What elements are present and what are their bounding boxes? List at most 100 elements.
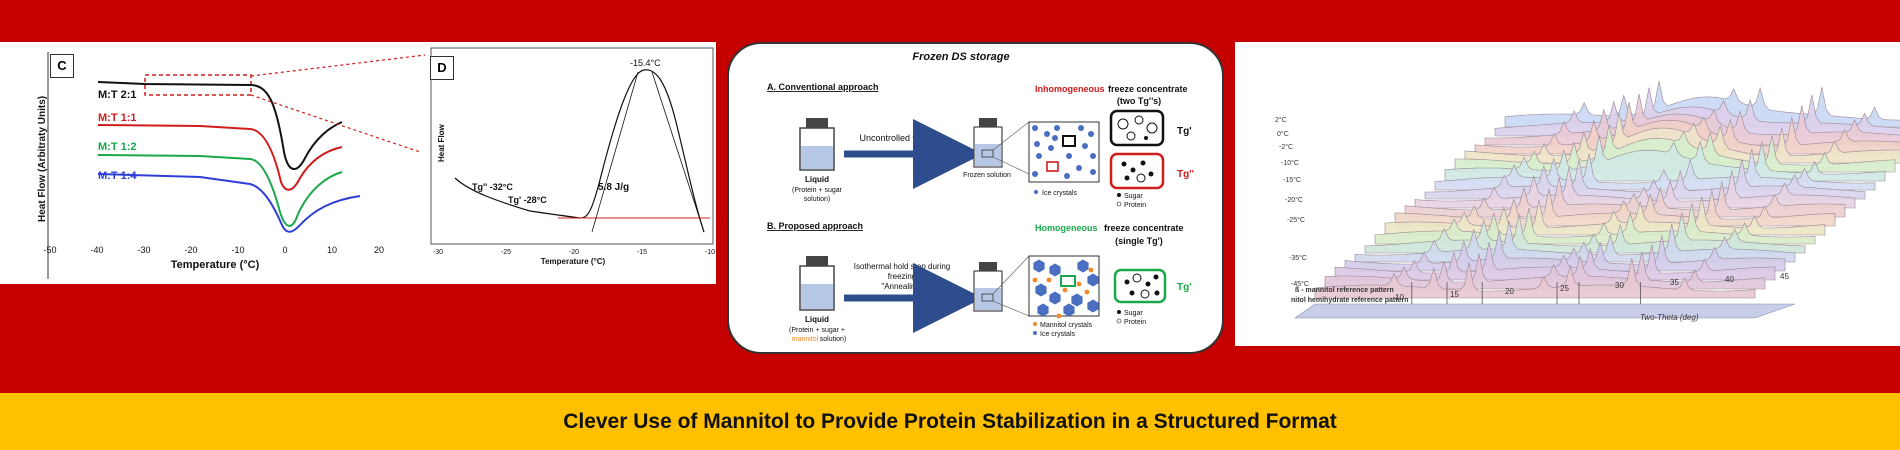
two-theta-tick: 35	[1670, 278, 1679, 287]
ice-crystal	[1076, 165, 1082, 171]
x-tick-label: -50	[43, 245, 56, 255]
footer-title: Clever Use of Mannitol to Provide Protei…	[563, 410, 1337, 433]
curve-mt-1-1	[97, 124, 343, 191]
ice-crystal	[1066, 153, 1072, 159]
red-box-marker	[1046, 161, 1059, 172]
hex-ice-crystal	[1049, 263, 1061, 277]
liquid-b-sub1: (Protein + sugar +	[789, 327, 845, 334]
isothermal-line3: "Annealing"	[881, 282, 922, 291]
mannitol-word: mannitol	[792, 336, 819, 343]
x-tick-label: -15	[637, 249, 647, 256]
mannitol-crystals-legend: Mannitol crystals	[1040, 322, 1093, 329]
series-label-mt-2-1: M:T 2:1	[98, 89, 137, 101]
mixed-particles	[1124, 273, 1160, 299]
green-box-marker	[1060, 275, 1076, 287]
dsc-curve	[454, 69, 705, 233]
zoom-line	[992, 121, 1030, 151]
xrd-layer	[1314, 257, 1756, 299]
homogeneous-label: Homogeneous	[1035, 223, 1098, 233]
ref-label-2: nitol hemihydrate reference pattern	[1291, 297, 1408, 304]
xrd-floor	[1294, 303, 1796, 319]
liquid-b-label: Liquid	[805, 315, 829, 324]
x-axis-label: Temperature (°C)	[541, 257, 606, 266]
sugar-legend-dot	[1117, 310, 1121, 314]
zoom-line	[992, 300, 1030, 317]
x-tick-label: -10	[705, 249, 715, 256]
ice-crystal	[1034, 141, 1040, 147]
temp-label: -25°C	[1287, 216, 1305, 224]
plot-frame	[430, 47, 714, 245]
dsc-panel-d: D Heat Flow -30-25-20-15-10 Temperature …	[430, 42, 716, 284]
isothermal-line2: freezing	[888, 272, 916, 281]
two-tg-label: (two Tg'’s)	[1117, 96, 1161, 106]
tg-double-label: Tg'' -32°C	[472, 182, 513, 192]
sugar-rich-box	[1109, 152, 1165, 190]
mannitol-crystal	[1084, 289, 1090, 295]
liquid-a-sub2: solution)	[804, 196, 830, 203]
protein-legend-dot	[1116, 201, 1122, 207]
tangent-right	[651, 71, 705, 233]
ice-crystal	[1032, 171, 1038, 177]
homogeneous-box	[1113, 268, 1167, 304]
dsc-chart-c: Heat Flow (Arbitraty Units) -50-40-30-20…	[37, 52, 384, 279]
ice-legend-dot	[1033, 331, 1037, 335]
uncontrolled-freezing-label: Uncontrolled freezing	[859, 133, 944, 143]
curve-mt-1-2	[97, 154, 343, 227]
series-label-mt-1-1: M:T 1:1	[98, 112, 137, 124]
temp-label: -45°C	[1291, 280, 1309, 288]
ice-crystals-a	[1032, 125, 1096, 179]
single-tg-label: (single Tg')	[1115, 236, 1163, 246]
tg-double-prime-a: Tg''	[1177, 169, 1194, 180]
ice-crystal	[1054, 125, 1060, 131]
ice-crystal	[1090, 153, 1096, 159]
connector-line-top	[250, 54, 426, 77]
series-label-mt-1-4: M:T 1:4	[98, 170, 137, 182]
dsc-chart-d: Heat Flow -30-25-20-15-10 Temperature (°…	[430, 47, 715, 266]
mannitol-crystal	[1032, 277, 1038, 283]
hex-ice-crystal	[1035, 283, 1047, 297]
liquid-a-label: Liquid	[805, 175, 829, 184]
enthalpy-label: 5.8 J/g	[598, 182, 629, 193]
ice-crystal	[1082, 143, 1088, 149]
ice-crystal	[1036, 153, 1042, 159]
sugar-legend-dot	[1117, 193, 1121, 197]
vial-frozen-a	[973, 118, 1003, 168]
two-theta-tick: 10	[1395, 293, 1404, 302]
x-tick-label: -30	[433, 249, 443, 256]
tg-prime-a: Tg'	[1177, 126, 1192, 137]
xrd-layer	[1444, 134, 1886, 182]
freeze-concentrate-a: freeze concentrate	[1108, 84, 1188, 94]
mannitol-crystal	[1088, 267, 1094, 273]
sugar-legend-a: Sugar	[1124, 193, 1143, 200]
x-axis-label: Temperature (°C)	[171, 259, 260, 271]
section-b-title: B. Proposed approach	[767, 221, 863, 231]
protein-circles	[1117, 115, 1158, 141]
two-theta-tick: 40	[1725, 275, 1734, 284]
sugar-dots	[1121, 160, 1154, 183]
mannitol-legend-dot	[1033, 322, 1037, 326]
schematic-svg: Frozen DS storage A. Conventional approa…	[767, 51, 1194, 343]
ice-crystals-legend-b: Ice crystals	[1040, 331, 1076, 338]
xrd-layers	[1294, 80, 1900, 319]
ice-legend-dot	[1034, 190, 1038, 194]
x-tick-label: 10	[327, 245, 337, 255]
x-tick-label: -10	[231, 245, 244, 255]
mannitol-crystal	[1046, 277, 1052, 283]
xrd-layer	[1474, 102, 1900, 155]
hex-ice-crystal	[1049, 291, 1061, 305]
temp-label: -35°C	[1289, 254, 1307, 262]
tg-prime-b: Tg'	[1177, 282, 1192, 293]
schematic-title: Frozen DS storage	[912, 51, 1009, 63]
temperature-labels: 2°C0°C-2°C-10°C-15°C-20°C-25°C-35°C-45°C	[1275, 116, 1309, 288]
mannitol-crystal	[1076, 281, 1082, 287]
temp-label: 0°C	[1277, 130, 1289, 138]
solution-word: solution)	[820, 336, 846, 343]
temp-label: -2°C	[1279, 143, 1293, 151]
vial-frozen-b	[973, 262, 1003, 312]
curve-mt-1-4	[97, 173, 361, 233]
series-label-mt-1-2: M:T 1:2	[98, 141, 137, 153]
